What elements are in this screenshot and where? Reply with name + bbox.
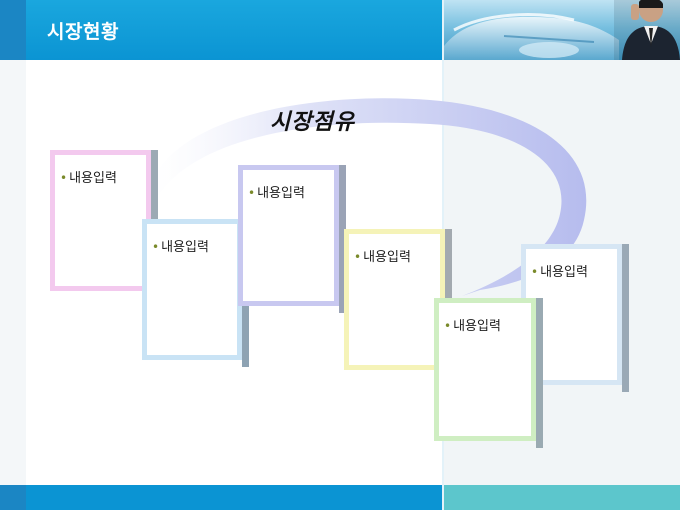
bullet-icon: • — [60, 171, 68, 185]
bullet-icon: • — [248, 186, 256, 200]
card-label: •내용입력 — [354, 250, 411, 265]
footer-left-block — [0, 485, 26, 510]
car-and-businessman-photo-icon — [444, 0, 680, 60]
card-label: •내용입력 — [444, 319, 501, 334]
content-card-1[interactable]: •내용입력 — [50, 150, 158, 298]
card-right-edge — [622, 250, 629, 392]
card-label: •내용입력 — [152, 240, 209, 255]
card-label: •내용입력 — [248, 186, 305, 201]
content-card-2[interactable]: •내용입력 — [142, 219, 249, 367]
header-photo — [444, 0, 680, 60]
card-label: •내용입력 — [531, 265, 588, 280]
content-card-5[interactable]: •내용입력 — [434, 298, 543, 448]
card-face — [238, 165, 339, 306]
bullet-icon: • — [152, 240, 160, 254]
footer-right-block — [444, 485, 680, 510]
card-face — [434, 298, 536, 441]
footer-bar — [26, 485, 442, 510]
bullet-icon: • — [531, 265, 539, 279]
card-right-edge — [339, 171, 346, 313]
card-right-edge — [536, 304, 543, 448]
header-bar — [26, 0, 442, 60]
card-face — [50, 150, 151, 291]
left-strip — [0, 60, 26, 485]
header-left-block — [0, 0, 26, 60]
card-label: •내용입력 — [60, 171, 117, 186]
bullet-icon: • — [354, 250, 362, 264]
chart-title: 시장점유 — [270, 110, 355, 135]
content-card-3[interactable]: •내용입력 — [238, 165, 346, 313]
header-title: 시장현황 — [47, 21, 119, 43]
bullet-icon: • — [444, 319, 452, 333]
